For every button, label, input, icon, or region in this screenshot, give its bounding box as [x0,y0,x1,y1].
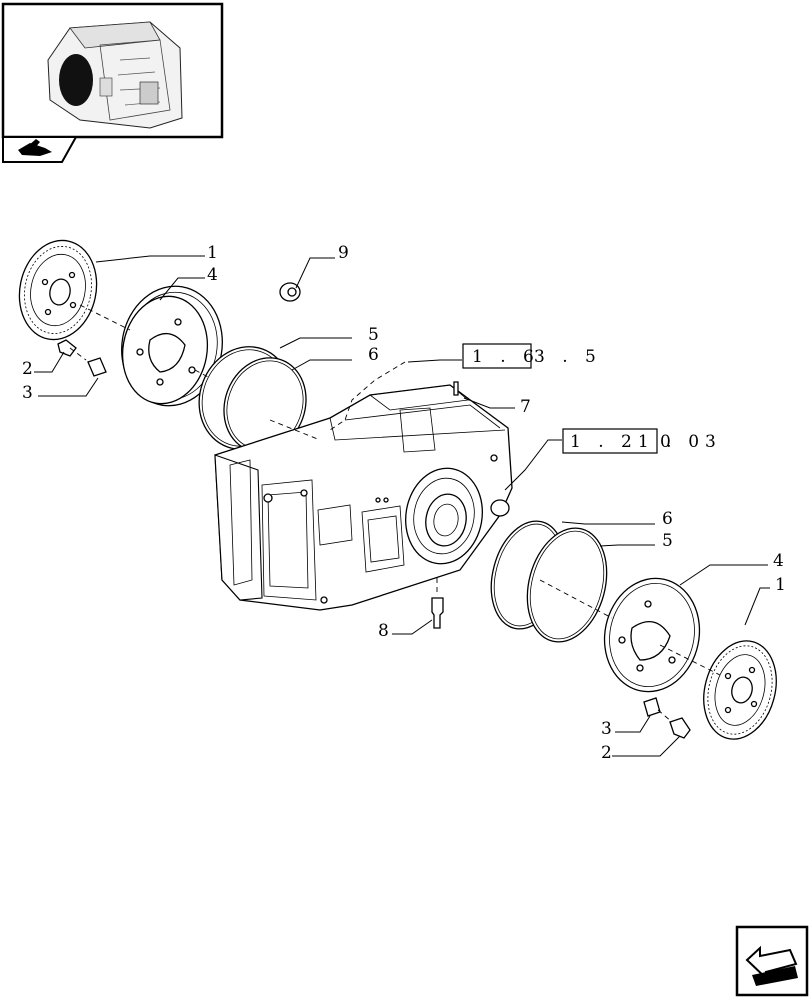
reference-1-21-0-03[interactable]: 1 . 21 . 0 03 [562,428,722,454]
part-5-6-top-seals [198,346,307,453]
ref-top-rest: 3 . 5 [534,347,602,367]
part-1-right-disc [703,640,777,740]
assembly-axis-lines [69,304,721,723]
callout-6-right: 6 [662,509,673,529]
callout-1-left: 1 [207,243,218,263]
part-1-left-disc [18,239,98,341]
gearbox-housing [214,361,513,611]
callout-9: 9 [338,243,349,263]
callout-labels: 1 4 9 5 6 2 3 7 6 5 4 1 8 3 2 [22,243,786,763]
ref-top-boxed: 1 . 6 [472,347,540,367]
ref-right-boxed: 1 . 21 . [570,432,677,452]
part-4-right-drum [603,577,701,693]
callout-8: 8 [378,621,389,641]
ref-right-rest: 0 03 [660,432,722,452]
leader-lines [34,255,770,757]
callout-4-left: 4 [207,265,218,285]
thumbnail-frame [1,2,224,139]
part-2-3-left-pins [57,339,107,377]
callout-7: 7 [520,397,531,417]
callout-2-right: 2 [601,743,612,763]
part-3-2-right-pins [643,697,691,739]
callout-3-left: 3 [22,383,33,403]
part-8-drain-plug [431,578,444,629]
callout-6-top: 6 [368,345,379,365]
callout-5-right: 5 [662,531,673,551]
part-6-5-right-seals [490,520,608,643]
next-page-arrow-icon[interactable] [735,925,809,997]
callout-5-top: 5 [368,325,379,345]
callout-1-right: 1 [775,575,786,595]
callout-2-left: 2 [22,359,33,379]
reference-1-63-5[interactable]: 1 . 6 3 . 5 [462,343,602,369]
callout-4-right: 4 [773,551,784,571]
callout-3-right: 3 [601,719,612,739]
part-4-left-drum [121,285,223,407]
tractor-icon[interactable] [2,136,78,163]
transmission-thumbnail [47,21,183,129]
part-9-nut [279,282,301,302]
